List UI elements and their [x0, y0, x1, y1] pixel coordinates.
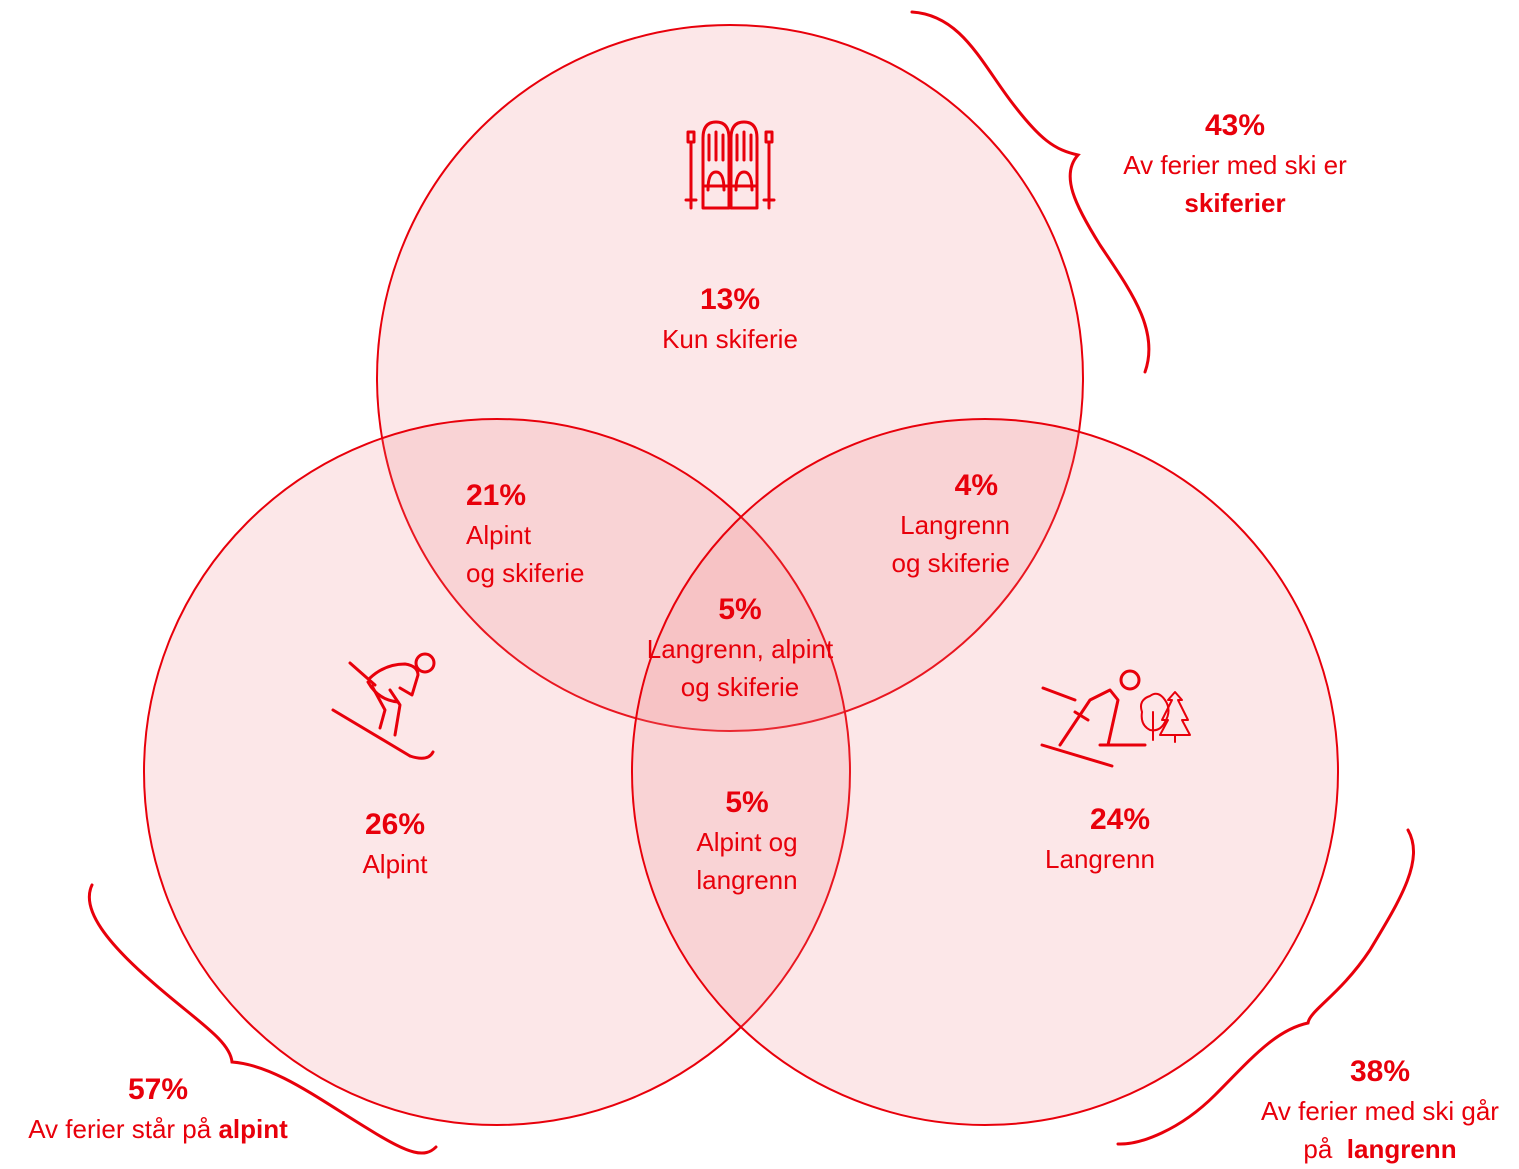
total-alpint: 57% Av ferier står på alpint [0, 1070, 316, 1148]
total-text-prefix: på [1303, 1134, 1347, 1164]
trees-icon [1140, 691, 1191, 743]
region-label-line2: og skiferie [680, 672, 800, 702]
region-alpint-langrenn: 5% Alpint og langrenn [647, 783, 847, 899]
total-pct: 38% [1349, 1055, 1411, 1088]
total-pct: 43% [1204, 109, 1266, 142]
region-langrenn-skiferie: 4% Langrenn og skiferie [860, 466, 1011, 582]
total-text: Av ferier står på alpint [0, 1110, 316, 1148]
region-label-line2: og skiferie [891, 548, 1011, 578]
cross-country-skier-icon [1040, 669, 1147, 768]
brace-langrenn [1116, 828, 1415, 1146]
region-pct: 5% [725, 786, 769, 819]
region-pct: 24% [1089, 803, 1151, 836]
region-alpint-skiferie: 21% Alpint og skiferie [466, 476, 585, 592]
region-label-line1: Langrenn, alpint [646, 634, 834, 664]
region-pct: 5% [718, 593, 762, 626]
region-pct: 13% [699, 283, 761, 316]
total-skiferie: 43% Av ferier med ski er skiferier [1085, 106, 1385, 222]
circle-langrenn [631, 418, 1339, 1126]
region-label-line2: langrenn [696, 865, 798, 895]
circle-alpint [143, 418, 851, 1126]
region-label-line1: Alpint og [696, 827, 798, 857]
region-label-line1: Langrenn [900, 510, 1010, 540]
region-label-line2: og skiferie [466, 558, 585, 588]
total-text: Av ferier med ski går [1261, 1096, 1499, 1126]
brace-skiferie [910, 10, 1151, 374]
total-langrenn: 38% Av ferier med ski går på langrenn [1230, 1052, 1519, 1168]
region-pct: 26% [364, 808, 426, 841]
downhill-skier-icon [331, 652, 436, 760]
total-text-line2: på langrenn [1230, 1130, 1519, 1168]
region-label: Kun skiferie [662, 324, 798, 354]
region-pct: 4% [954, 469, 998, 502]
total-pct: 57% [127, 1073, 189, 1106]
total-emph: alpint [218, 1114, 288, 1144]
total-emph: langrenn [1346, 1134, 1457, 1164]
region-all-three: 5% Langrenn, alpint og skiferie [630, 590, 850, 706]
total-emph: skiferier [1184, 188, 1286, 218]
region-pct: 21% [466, 479, 527, 512]
total-text: Av ferier med ski er [1123, 150, 1347, 180]
total-text-prefix: Av ferier står på [28, 1114, 219, 1144]
circle-skiferie [376, 24, 1084, 732]
skis-and-poles-icon [684, 120, 776, 210]
region-label: Langrenn [1045, 844, 1155, 874]
region-label-line1: Alpint [466, 520, 532, 550]
region-langrenn-only: 24% Langrenn [1020, 800, 1180, 878]
region-skiferie-only: 13% Kun skiferie [630, 280, 830, 358]
brace-alpint [87, 883, 438, 1155]
region-label: Alpint [362, 849, 428, 879]
region-alpint-only: 26% Alpint [295, 805, 495, 883]
